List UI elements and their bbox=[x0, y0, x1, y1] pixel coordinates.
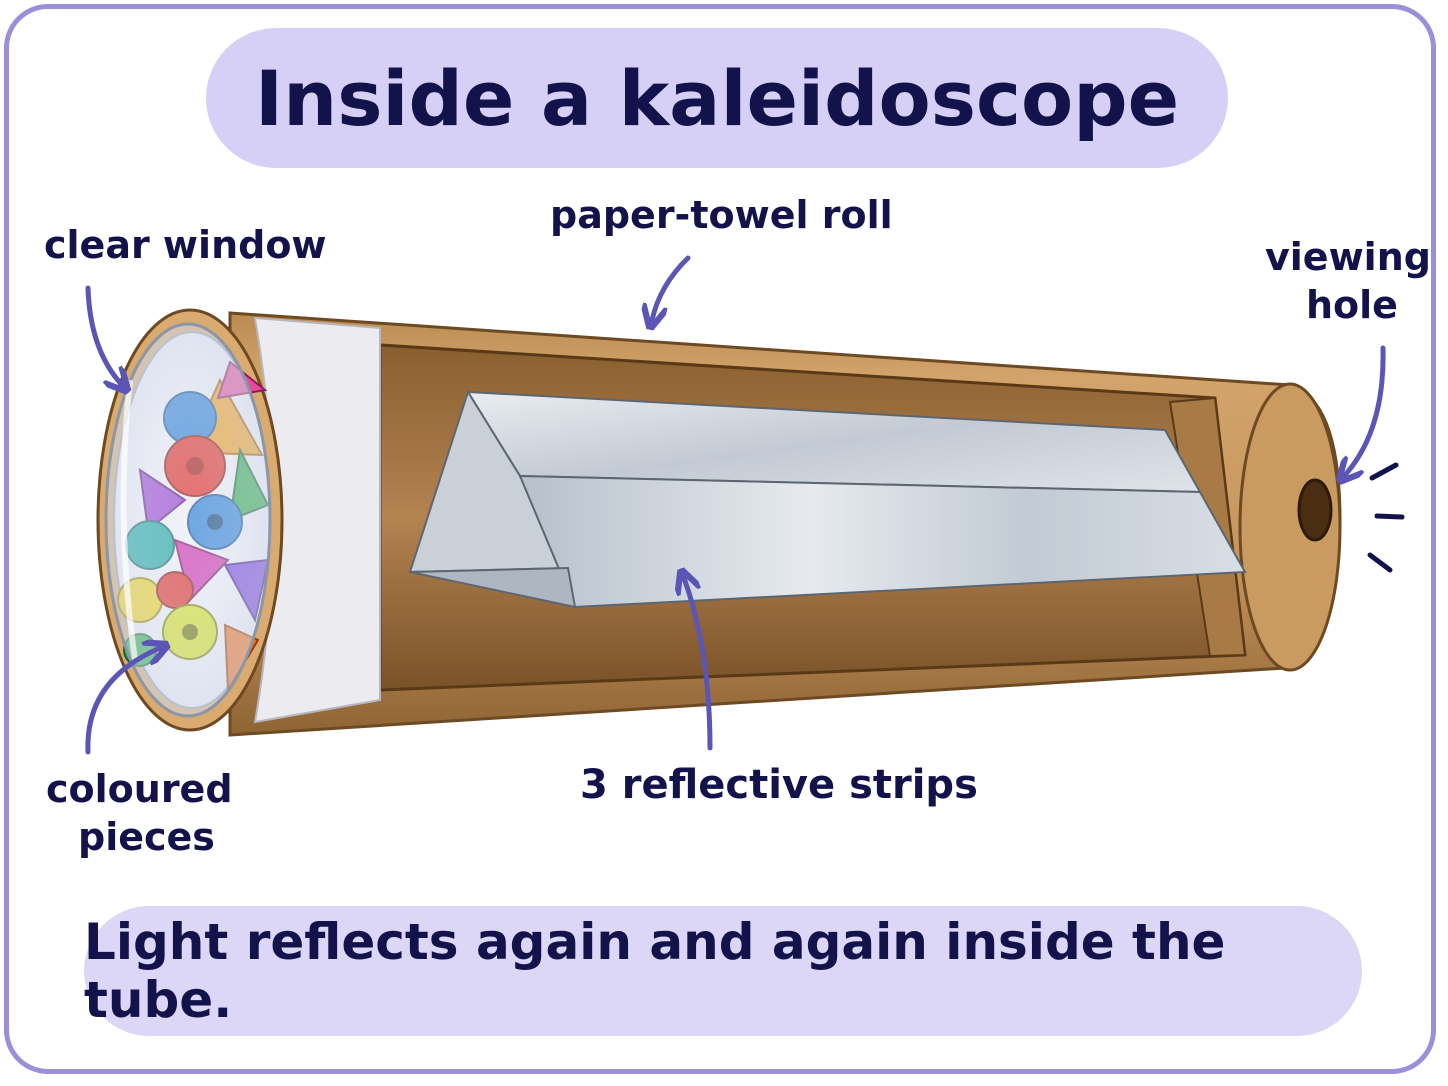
viewing-hole bbox=[1297, 478, 1333, 542]
glass-highlight bbox=[120, 379, 138, 661]
tube-end-cap bbox=[1238, 382, 1342, 672]
label-coloured-pieces-line2: pieces bbox=[78, 815, 215, 859]
label-paper-towel-roll: paper-towel roll bbox=[550, 193, 893, 237]
caption-text: Light reflects again and again inside th… bbox=[84, 913, 1226, 1029]
arrow-clear-window bbox=[85, 285, 122, 385]
title-banner: Inside a kaleidoscope bbox=[206, 28, 1228, 168]
caption-banner: Light reflects again and again inside th… bbox=[84, 906, 1362, 1036]
light-ray-marks bbox=[1367, 462, 1405, 573]
label-reflective-strips: 3 reflective strips bbox=[580, 762, 978, 808]
mirror-front-face bbox=[518, 474, 1247, 609]
label-clear-window: clear window bbox=[44, 223, 327, 267]
arrow-viewing-hole bbox=[1345, 345, 1386, 475]
mirror-bottom-edge bbox=[409, 566, 577, 609]
arrow-paper-towel-roll bbox=[652, 255, 691, 320]
clear-window-glass bbox=[104, 322, 272, 718]
arrow-reflective-strips bbox=[684, 578, 713, 751]
label-coloured-pieces-line1: coloured bbox=[46, 767, 233, 811]
label-viewing-hole-line2: hole bbox=[1306, 283, 1398, 327]
page-title: Inside a kaleidoscope bbox=[254, 53, 1180, 143]
arrow-coloured-pieces bbox=[85, 648, 160, 755]
label-viewing-hole-line1: viewing bbox=[1265, 235, 1431, 279]
